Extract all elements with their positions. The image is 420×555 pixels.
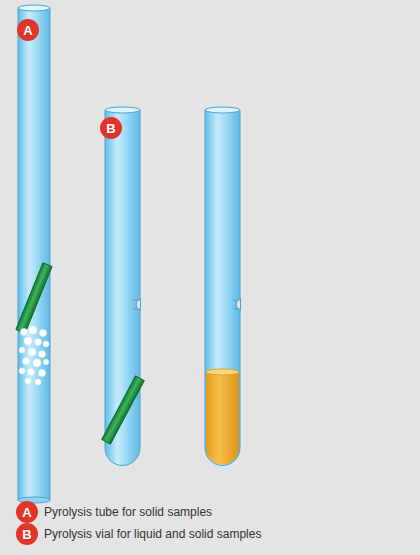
pyrolysis-vial bbox=[102, 107, 145, 466]
callout-letter: A bbox=[22, 506, 31, 519]
callout-letter: B bbox=[22, 528, 31, 541]
beads bbox=[19, 326, 49, 385]
callout-circle: B bbox=[16, 523, 38, 545]
callout-circle: A bbox=[17, 19, 39, 41]
callout-circle: A bbox=[16, 501, 38, 523]
green-rod bbox=[16, 263, 52, 334]
legend-text: Pyrolysis vial for liquid and solid samp… bbox=[44, 527, 261, 541]
pyrolysis-tube bbox=[16, 5, 52, 503]
callout-letter: B bbox=[106, 122, 115, 135]
green-rod bbox=[102, 376, 145, 444]
callout-letter: A bbox=[23, 24, 32, 37]
callout-circle: B bbox=[100, 117, 122, 139]
pyrolysis-vial bbox=[205, 107, 241, 466]
liquid-sample bbox=[206, 372, 239, 465]
legend-text: Pyrolysis tube for solid samples bbox=[44, 505, 212, 519]
